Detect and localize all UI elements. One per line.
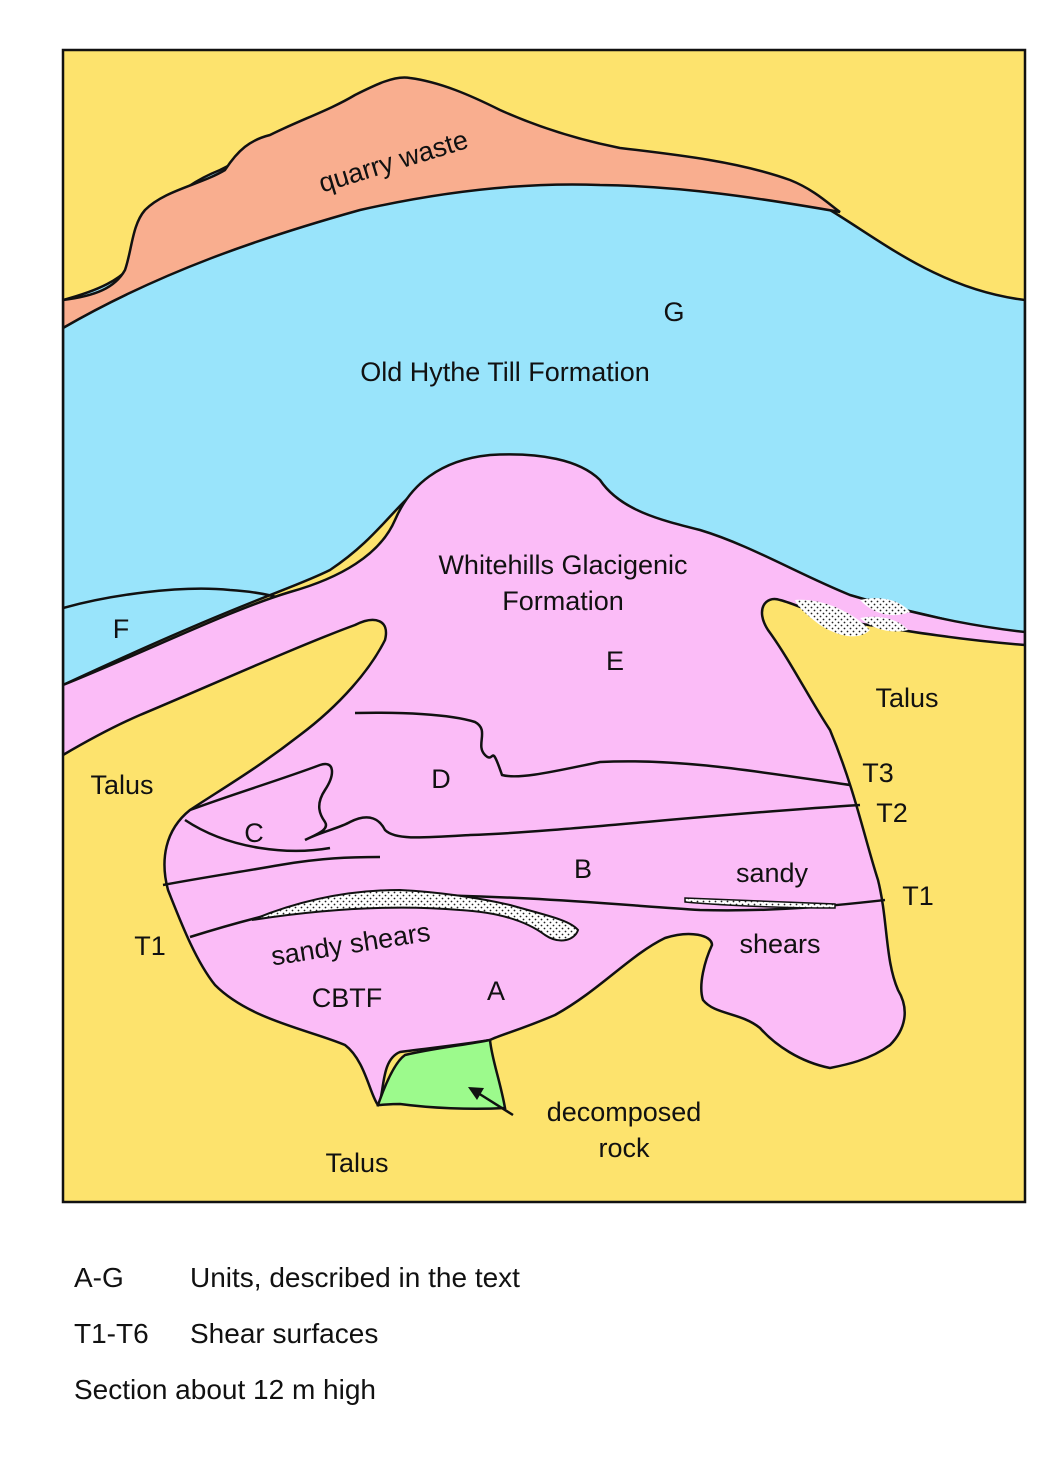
sandy-lens-right (795, 599, 870, 637)
label-old-hythe-till: Old Hythe Till Formation (360, 357, 650, 387)
legend-text: Section about 12 m high (74, 1374, 376, 1405)
legend-text: Units, described in the text (190, 1262, 520, 1293)
label-whitehills-line1: Whitehills Glacigenic (438, 550, 687, 580)
decomposed-rock-arrowhead (468, 1087, 484, 1100)
decomposed-rock-arrow-line (477, 1091, 514, 1117)
label-rock: rock (598, 1133, 650, 1163)
quarry-waste-unit (63, 76, 841, 330)
label-c: C (244, 818, 264, 848)
label-talus-bottom: Talus (325, 1148, 388, 1178)
label-b: B (574, 854, 592, 884)
label-sandy: sandy (736, 858, 809, 888)
section-frame (61, 48, 1027, 1204)
label-t3: T3 (862, 758, 894, 788)
whitehills-glacigenic-formation (63, 453, 1025, 1108)
legend-code: T1-T6 (74, 1318, 149, 1349)
boundary-d-c-fold (189, 762, 861, 842)
legend-code: A-G (74, 1262, 124, 1293)
sandy-streak-right (684, 897, 836, 909)
sandy-shears-lens (251, 888, 580, 942)
legend-row-units: A-G Units, described in the text (74, 1250, 520, 1306)
legend-row-shears: T1-T6 Shear surfaces (74, 1306, 520, 1362)
label-shears: shears (739, 929, 820, 959)
label-whitehills-line2: Formation (502, 586, 624, 616)
label-t1-left: T1 (134, 931, 166, 961)
sandy-lens-right-2 (860, 598, 910, 616)
label-talus-left: Talus (90, 770, 153, 800)
label-decomposed: decomposed (547, 1097, 702, 1127)
label-g: G (663, 297, 684, 327)
legend-row-scale: Section about 12 m high (74, 1362, 520, 1418)
label-cbtf: CBTF (312, 983, 383, 1013)
legend-text: Shear surfaces (190, 1318, 379, 1349)
label-f: F (113, 614, 130, 644)
label-a: A (487, 976, 505, 1006)
label-talus-right: Talus (875, 683, 938, 713)
label-t1-right: T1 (902, 881, 934, 911)
unit-f-boundary (63, 587, 286, 610)
label-e: E (606, 646, 624, 676)
sandy-lens-right-3 (860, 616, 908, 632)
boundary-b-top (162, 855, 381, 887)
boundary-e-d (354, 711, 851, 787)
label-t2: T2 (876, 798, 908, 828)
boundary-c-b (184, 818, 331, 853)
label-d: D (431, 764, 451, 794)
legend: A-G Units, described in the text T1-T6 She… (74, 1250, 520, 1418)
